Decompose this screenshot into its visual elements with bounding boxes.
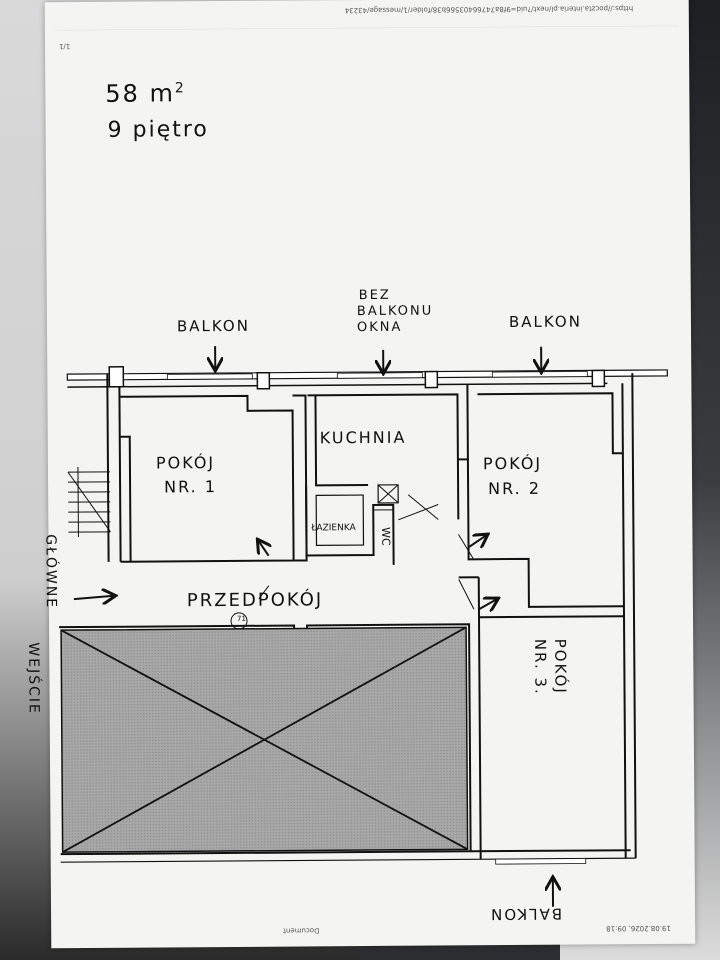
- label-wc: WC: [379, 527, 393, 546]
- label-pokoj1-b: NR. 1: [164, 477, 218, 497]
- print-doc-label: Document: [283, 926, 320, 935]
- pillars: [108, 365, 606, 390]
- floor-note: 9 piętro: [107, 117, 209, 143]
- print-page-count: 1/1: [58, 42, 71, 51]
- balkon-arrows: [73, 346, 553, 907]
- print-timestamp: 19.08.2026, 09:18: [606, 923, 671, 933]
- label-przedpokoj: PRZEDPOKÓJ: [186, 589, 324, 612]
- label-kuchnia: KUCHNIA: [319, 427, 407, 448]
- label-balkonu: BALKONU: [356, 303, 434, 320]
- area-note: 58 m2: [105, 79, 186, 108]
- label-pokoj2-a: POKÓJ: [482, 453, 543, 474]
- bathroom-walls: [305, 485, 439, 565]
- floor-plan-sheet: https://poczta.interia.pl/next/?uid=9f8a…: [25, 0, 696, 949]
- kitchen-walls: [307, 393, 460, 520]
- fixture-number: 71: [236, 614, 246, 623]
- label-pokoj1-a: POKÓJ: [155, 453, 216, 473]
- stairs: [67, 467, 111, 538]
- header-rule: [54, 25, 679, 31]
- label-pokoj3-b: NR. 3.: [531, 638, 550, 696]
- room-2-walls: [457, 384, 624, 608]
- label-pokoj3-a: POKÓJ: [551, 638, 570, 695]
- excluded-area: [60, 626, 469, 853]
- label-balkon-bottom: BALKON: [489, 904, 563, 924]
- label-entrance-b: WEJŚCIE: [25, 642, 42, 715]
- label-balkon-left: BALKON: [176, 316, 250, 336]
- label-pokoj2-b: NR. 2: [488, 478, 542, 499]
- label-lazienka: ŁAZIENKA: [311, 523, 356, 534]
- label-okna: OKNA: [356, 319, 403, 336]
- label-entrance-a: GŁÓWNE: [42, 534, 59, 610]
- room-1-walls: [119, 394, 308, 563]
- floor-plan-drawing: [54, 25, 679, 907]
- label-balkon-right: BALKON: [508, 312, 582, 332]
- label-bez: BEZ: [358, 287, 391, 304]
- doors: [230, 494, 475, 630]
